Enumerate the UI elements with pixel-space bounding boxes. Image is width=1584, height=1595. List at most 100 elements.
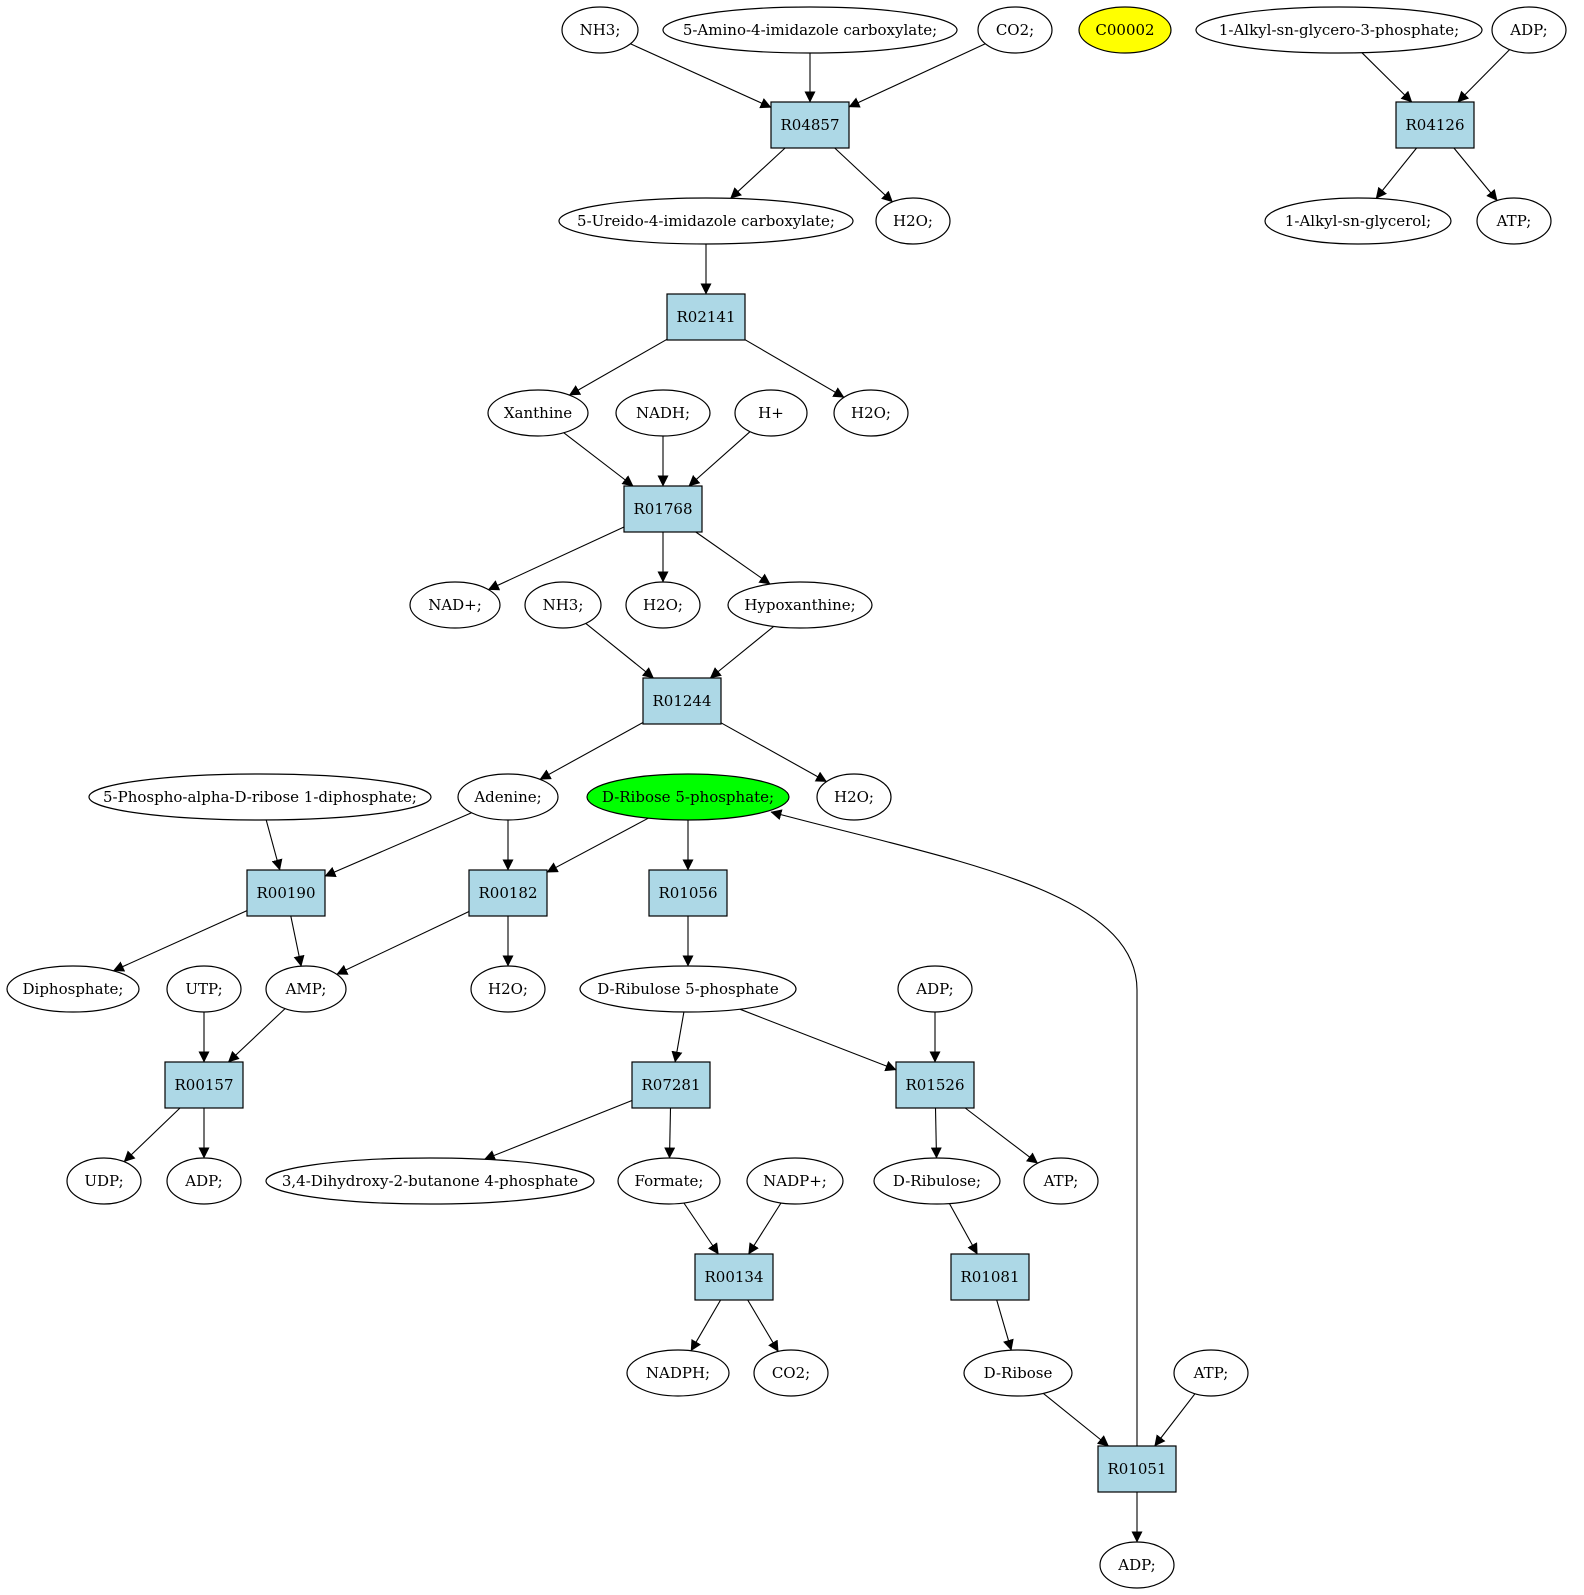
compound-node-atp_mid: ATP; [1023, 1157, 1099, 1205]
reaction-node-r01051: R01051 [1097, 1445, 1177, 1493]
edge-dribulose-to-r01081 [948, 1203, 978, 1255]
compound-node-diphosphate: Diphosphate; [6, 965, 140, 1013]
edge-r01081-to-dribose [996, 1299, 1014, 1351]
node-label: NADP+; [763, 1172, 827, 1190]
node-label: NH3; [543, 596, 584, 614]
node-label: R01768 [633, 500, 692, 518]
node-label: 5-Ureido-4-imidazole carboxylate; [577, 212, 835, 230]
edge-adp_top-to-r04126 [1457, 49, 1510, 103]
edge-ribulose5p-to-r07281 [671, 1011, 685, 1063]
edge-xanthine-to-r01768 [563, 432, 634, 487]
compound-node-udp: UDP; [66, 1157, 142, 1205]
node-label: R00190 [256, 884, 315, 902]
edge-prpp-to-r00190 [265, 819, 283, 871]
compound-ellipse [977, 6, 1053, 54]
edge-r04126-to-alkyl_glycerol [1375, 147, 1418, 199]
compound-ellipse [897, 965, 973, 1013]
node-label: ADP; [1509, 21, 1547, 39]
node-label: NADH; [636, 404, 690, 422]
compound-ellipse [873, 1157, 1001, 1205]
compound-node-h2o_2: H2O; [833, 389, 909, 437]
compound-ellipse [746, 1157, 844, 1205]
node-label: R01056 [658, 884, 717, 902]
edge-nh3_mid-to-r01244 [585, 622, 654, 679]
compound-ellipse [833, 389, 909, 437]
reaction-box [648, 869, 728, 917]
compound-node-prpp: 5-Phospho-alpha-D-ribose 1-diphosphate; [88, 773, 432, 821]
reaction-node-r00190: R00190 [246, 869, 326, 917]
compound-node-ribulose5p: D-Ribulose 5-phosphate [579, 965, 797, 1013]
edge-hypoxanthine-to-r01244 [709, 625, 775, 679]
node-label: NADPH; [646, 1364, 710, 1382]
node-label: R04126 [1405, 116, 1464, 134]
node-label: 1-Alkyl-sn-glycero-3-phosphate; [1219, 21, 1459, 39]
edge-r01526-to-atp_mid [964, 1107, 1039, 1164]
reaction-box [950, 1253, 1030, 1301]
compound-ellipse [615, 389, 711, 437]
reaction-node-r00182: R00182 [468, 869, 548, 917]
compound-ellipse [524, 581, 602, 629]
edges-layer [112, 43, 1510, 1543]
compound-ellipse [470, 965, 546, 1013]
node-label: H2O; [488, 980, 528, 998]
compound-node-hplus: H+ [734, 389, 808, 437]
compound-ellipse [561, 6, 639, 54]
compound-ellipse [753, 1349, 829, 1397]
node-label: R02141 [676, 308, 735, 326]
compound-ellipse [875, 197, 951, 245]
compound-node-adp_bottom: ADP; [1099, 1541, 1175, 1589]
edge-r00190-to-diphosphate [112, 910, 248, 972]
edge-r02141-to-xanthine [568, 338, 668, 396]
edge-ribose5p-to-r00182 [546, 817, 649, 873]
edge-r01768-to-hypoxanthine [695, 531, 771, 585]
edge-r02141-to-h2o_2 [744, 339, 845, 398]
node-label: ADP; [184, 1172, 222, 1190]
compound-node-xanthine: Xanthine [487, 389, 589, 437]
compound-node-atp_low: ATP; [1173, 1349, 1249, 1397]
edge-r04126-to-atp_top [1453, 147, 1498, 201]
compound-node-nadh: NADH; [615, 389, 711, 437]
reaction-box [164, 1061, 244, 1109]
compound-node-alkyl_glycerol: 1-Alkyl-sn-glycerol; [1264, 197, 1452, 245]
edge-r00157-to-udp [123, 1107, 181, 1163]
compound-ellipse [1078, 6, 1172, 54]
node-label: 5-Amino-4-imidazole carboxylate; [683, 21, 937, 39]
edge-r01244-to-h2o_4 [720, 722, 827, 783]
compound-ellipse [6, 965, 140, 1013]
node-label: 1-Alkyl-sn-glycerol; [1285, 212, 1431, 230]
compound-node-h2o_1: H2O; [875, 197, 951, 245]
compound-node-dribulose: D-Ribulose; [873, 1157, 1001, 1205]
edge-r00190-to-amp [290, 915, 305, 967]
node-label: 3,4-Dihydroxy-2-butanone 4-phosphate [282, 1172, 578, 1190]
compound-node-nadplus: NAD+; [409, 581, 501, 629]
compound-node-nadpplus: NADP+; [746, 1157, 844, 1205]
edge-r00134-to-co2_low [747, 1299, 779, 1352]
edge-amp-to-r00157 [227, 1008, 286, 1063]
compound-node-utp: UTP; [166, 965, 242, 1013]
reaction-box [895, 1061, 975, 1109]
node-label: ADP; [915, 980, 953, 998]
compound-node-dhbp: 3,4-Dihydroxy-2-butanone 4-phosphate [265, 1157, 595, 1205]
node-label: D-Ribose 5-phosphate; [602, 788, 774, 806]
edge-ribulose5p-to-r01526 [739, 1008, 897, 1072]
node-label: CO2; [996, 21, 1034, 39]
edge-alkyl_g3p-to-r04126 [1361, 52, 1413, 103]
compound-ellipse [1195, 6, 1483, 54]
edge-r01244-to-adenine [539, 722, 644, 780]
edge-r07281-to-formate [664, 1107, 676, 1159]
reaction-box [468, 869, 548, 917]
node-label: UDP; [84, 1172, 123, 1190]
node-label: R00182 [478, 884, 537, 902]
compound-ellipse [579, 965, 797, 1013]
reaction-node-r00134: R00134 [694, 1253, 774, 1301]
compound-node-nh3_mid: NH3; [524, 581, 602, 629]
compound-ellipse [558, 197, 854, 245]
node-label: H2O; [893, 212, 933, 230]
node-label: ATP; [1043, 1172, 1079, 1190]
compound-node-co2_low: CO2; [753, 1349, 829, 1397]
reaction-box [666, 293, 746, 341]
compound-node-atp_top: ATP; [1476, 197, 1552, 245]
reaction-box [642, 677, 722, 725]
compound-node-adp_mid: ADP; [897, 965, 973, 1013]
